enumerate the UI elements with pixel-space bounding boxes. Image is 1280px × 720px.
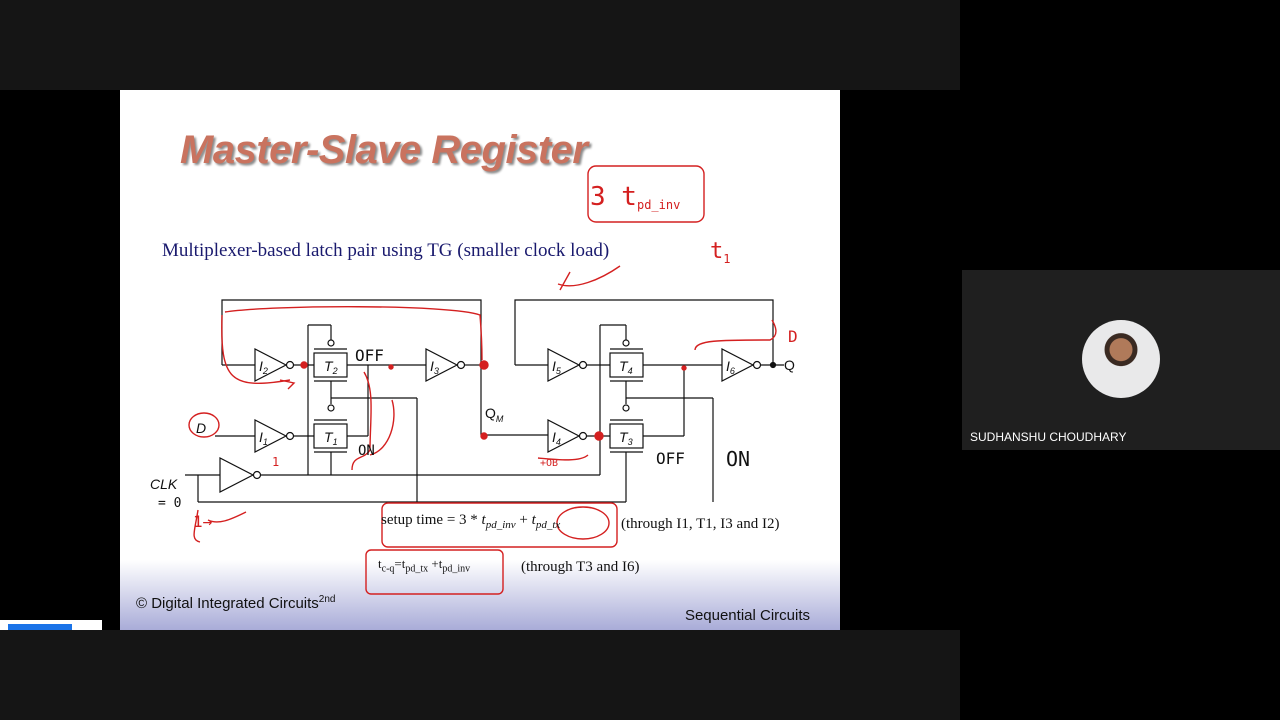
- slide-footer-gradient: [120, 560, 840, 630]
- slide-footer-topic: Sequential Circuits: [684, 607, 810, 624]
- circuit-diagram: I2 T2 I3 I1 T1 I5 T4 I6 I4 T3 QM Q CLK: [150, 165, 798, 595]
- bottom-letterbox: [0, 630, 960, 720]
- label-i5: I5: [552, 358, 562, 376]
- note-one: 1: [272, 455, 279, 469]
- label-t1: T1: [324, 429, 338, 447]
- label-qm: QM: [485, 405, 504, 424]
- slide-copyright: © Digital Integrated Circuits2nd: [136, 594, 336, 612]
- label-i1: I1: [259, 429, 268, 447]
- handwritten-state-text: OFF ON OFF ON = 0: [158, 346, 750, 511]
- label-i2: I2: [259, 358, 268, 376]
- participant-video-tile[interactable]: SUDHANSHU CHOUDHARY: [962, 270, 1280, 450]
- top-letterbox: [0, 0, 960, 90]
- setup-time-path: (through I1, T1, I3 and I2): [621, 516, 780, 532]
- note-small: +OB: [540, 458, 558, 469]
- label-i4: I4: [552, 429, 561, 447]
- participant-avatar: [1082, 320, 1160, 398]
- circuit-wires: [185, 299, 784, 503]
- note-off-1: OFF: [355, 346, 384, 365]
- tcq-path: (through T3 and I6): [521, 559, 640, 575]
- note-off-2: OFF: [656, 449, 685, 468]
- note-t1: t1: [710, 239, 730, 266]
- note-on-1: ON: [358, 443, 375, 459]
- label-i3: I3: [430, 358, 439, 376]
- note-clk-eq: = 0: [158, 496, 181, 511]
- tcq-equation: tc-q=tpd_tx +tpd_inv: [378, 556, 471, 575]
- handwritten-annotations: [188, 165, 777, 595]
- note-d-out: D: [788, 327, 798, 346]
- slide-subtitle: Multiplexer-based latch pair using TG (s…: [162, 240, 610, 261]
- note-toggle: 1→: [193, 512, 213, 531]
- slide-title: Master-Slave Register: [180, 128, 588, 172]
- toolbar-widget[interactable]: [0, 620, 102, 630]
- note-on-2: ON: [726, 447, 750, 471]
- presentation-slide: Master-Slave Register Multiplexer-based …: [120, 90, 840, 630]
- note-d-in: D: [196, 420, 206, 436]
- handwritten-text: 3 tpd_inv t1 D D 1 1→ +OB: [193, 182, 798, 531]
- note-three-t: 3 tpd_inv: [590, 182, 680, 212]
- label-t3: T3: [619, 429, 633, 447]
- label-t2: T2: [324, 358, 338, 376]
- label-i6: I6: [726, 358, 735, 376]
- setup-time-equation: setup time = 3 * tpd_inv + tpd_tx: [381, 512, 561, 531]
- participant-name: SUDHANSHU CHOUDHARY: [970, 430, 1127, 444]
- toolbar-progress: [8, 624, 72, 630]
- circuit-labels: I2 T2 I3 I1 T1 I5 T4 I6 I4 T3 QM Q CLK: [150, 357, 795, 492]
- label-t4: T4: [619, 358, 633, 376]
- label-q: Q: [784, 357, 795, 373]
- label-clk: CLK: [150, 476, 178, 492]
